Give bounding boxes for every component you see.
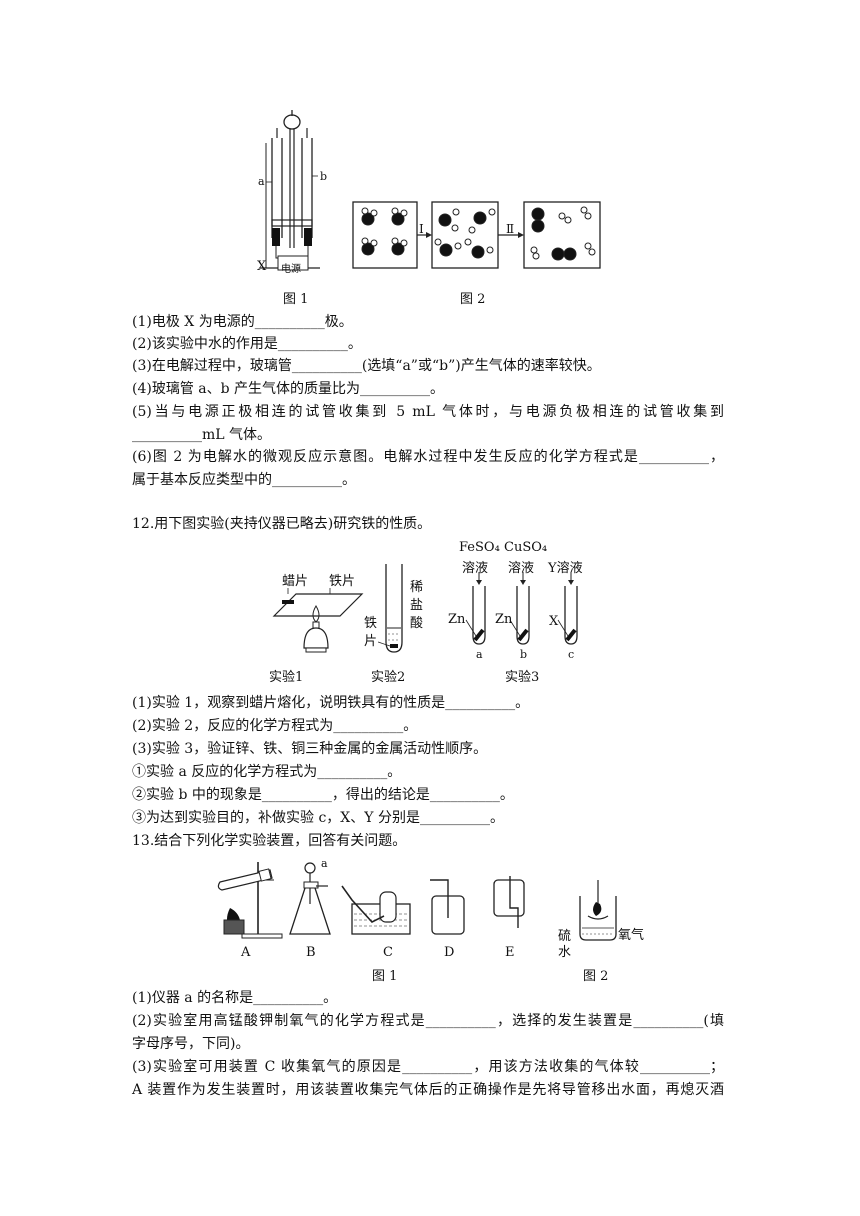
experiment-1-figure [272,588,364,653]
question-13-3: (3)实验室可用装置 C 收集氧气的原因是__________，用该方法收集的气… [132,1059,724,1075]
zn-label-a: Zn [448,612,466,627]
feso4-solution-label: 溶液 [462,561,489,576]
y-solution-label: Y溶液 [548,561,583,576]
step-2-label: Ⅱ [506,222,515,236]
question-13-title: 13.结合下列化学实验装置，回答有关问题。 [132,833,407,849]
apparatus-E-label: E [505,945,515,960]
question-11-4: (4)玻璃管 a、b 产生气体的质量比为__________。 [132,381,445,397]
zn-label-b: Zn [495,612,513,627]
question-13-2-cont: 字母序号，下同)。 [132,1036,250,1052]
tube-a-label: a [258,175,265,188]
experiment-1-caption: 实验1 [269,670,304,685]
fig2-caption-s3: 图 2 [583,969,609,984]
question-12-2: (2)实验 2，反应的化学方程式为__________。 [132,718,418,734]
tube-b-label-exp3: b [520,648,528,661]
iron-piece-label-2: 片 [364,634,378,649]
apparatus-B-label: B [306,945,316,960]
electrolysis-apparatus-figure [260,110,320,271]
apparatus-A-label: A [241,945,251,960]
question-13-3-cont: A 装置作为发生装置时，用该装置收集完气体后的正确操作是先将导管移出水面，再熄灭… [132,1082,724,1098]
sulfur-burning-figure [579,880,617,941]
acid-label-2: 盐 [410,598,424,613]
wax-label: 蜡片 [282,574,309,589]
question-11-5-cont: __________mL 气体。 [132,427,272,443]
tube-c-label-exp3: c [568,648,575,661]
question-11-5: (5)当与电源正极相连的试管收集到 5 mL 气体时，与电源负极相连的试管收集到 [132,404,724,420]
iron-sheet-label: 铁片 [329,574,356,589]
water-label: 水 [558,945,572,960]
oxygen-label: 氧气 [618,928,645,943]
experiment-3-figure [465,572,578,645]
question-12-title: 12.用下图实验(夹持仪器已略去)研究铁的性质。 [132,516,432,532]
question-11-6: (6)图 2 为电解水的微观反应示意图。电解水过程中发生反应的化学方程式是___… [132,449,724,465]
iron-piece-label-1: 铁 [364,616,378,631]
apparatus-D-label: D [444,945,455,960]
cuso4-label: CuSO₄ [504,540,548,555]
question-11-3: (3)在电解过程中，玻璃管__________(选填“a”或“b”)产生气体的速… [132,358,601,374]
instrument-a-label: a [321,857,328,870]
question-13-2: (2)实验室用高锰酸钾制氧气的化学方程式是__________，选择的发生装置是… [132,1013,724,1029]
question-12-3: (3)实验 3，验证锌、铁、铜三种金属的金属活动性顺序。 [132,741,488,757]
lab-apparatus-figure [217,862,525,939]
question-13-1: (1)仪器 a 的名称是__________。 [132,990,338,1006]
electrode-x-label: X [257,259,267,274]
fig1-caption: 图 1 [283,292,309,307]
tube-a-label-exp3: a [476,648,483,661]
acid-label-1: 稀 [410,580,424,595]
question-12-3c: ③为达到实验目的，补做实验 c，X、Y 分别是__________。 [132,810,504,826]
acid-label-3: 酸 [410,616,424,631]
sulfur-label: 硫 [558,929,572,944]
fig2-caption: 图 2 [460,292,486,307]
question-12-1: (1)实验 1，观察到蜡片熔化，说明铁具有的性质是__________。 [132,695,530,711]
tube-b-label: b [320,170,328,183]
apparatus-C-label: C [383,945,393,960]
experiment-2-caption: 实验2 [371,670,406,685]
micro-reaction-diagram [352,201,601,269]
question-11-2: (2)该实验中水的作用是__________。 [132,336,362,352]
x-label-c: X [549,614,559,629]
question-12-3a: ①实验 a 反应的化学方程式为__________。 [132,764,402,780]
question-11-6-cont: 属于基本反应类型中的__________。 [132,472,356,488]
experiment-3-caption: 实验3 [505,670,540,685]
question-11-1: (1)电极 X 为电源的__________极。 [132,314,353,330]
feso4-label: FeSO₄ [459,540,500,555]
power-source-label: 电源 [281,264,301,275]
cuso4-solution-label: 溶液 [508,561,535,576]
fig1-caption-s3: 图 1 [372,969,398,984]
experiment-2-figure [378,564,403,653]
step-1-label: Ⅰ [419,222,424,236]
question-12-3b: ②实验 b 中的现象是__________，得出的结论是__________。 [132,787,514,803]
